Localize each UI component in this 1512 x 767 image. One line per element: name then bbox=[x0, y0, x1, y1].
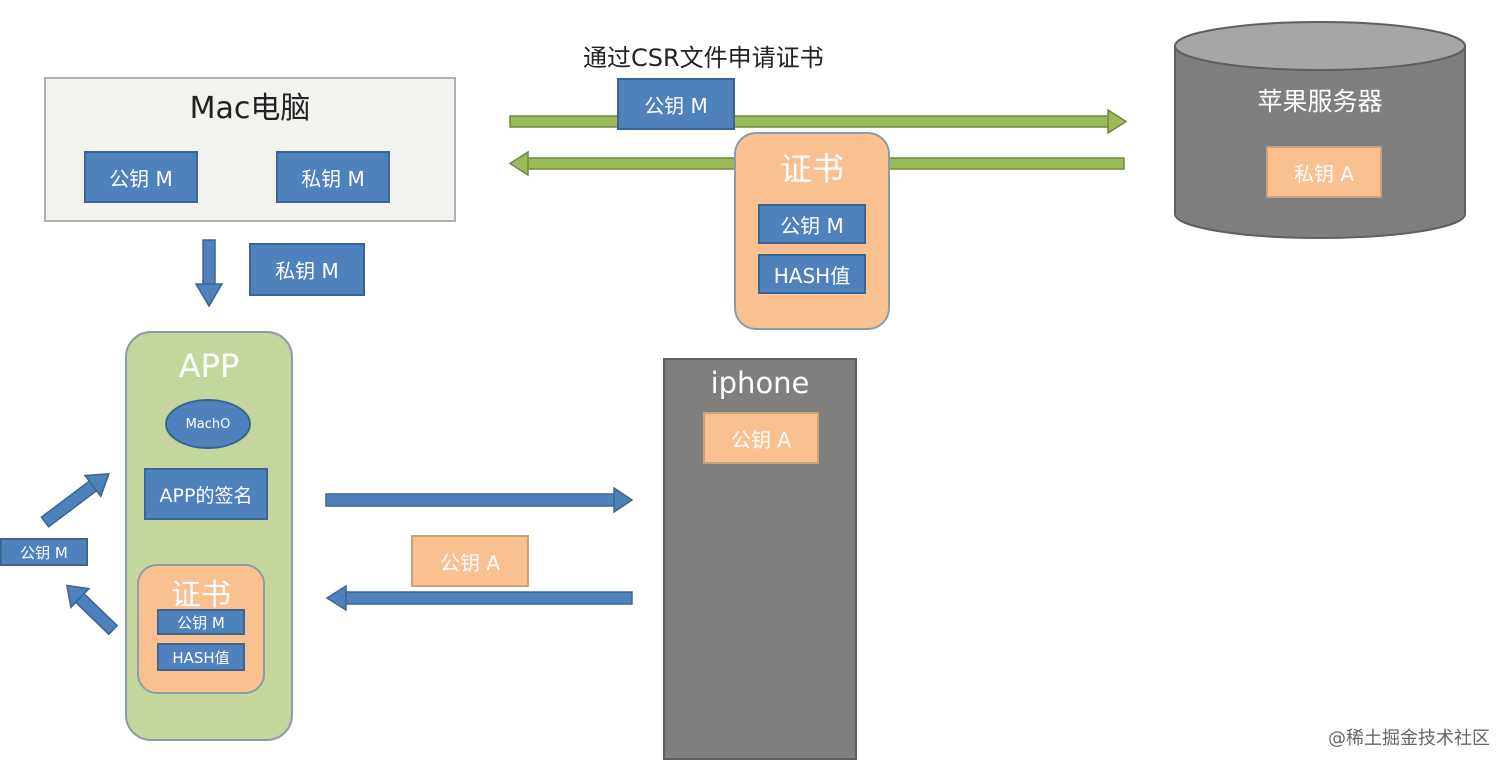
iphone-to-app-arrow bbox=[325, 584, 633, 612]
apple-server-private-key-a: 私钥 A bbox=[1266, 146, 1382, 198]
csr-request-label: 通过CSR文件申请证书 bbox=[583, 44, 824, 72]
iphone-panel: iphone 公钥 A bbox=[663, 358, 857, 760]
app-certificate-title: 证书 bbox=[171, 578, 231, 613]
transferred-private-key-m: 私钥 M bbox=[249, 243, 365, 296]
mac-computer-panel: Mac电脑 公钥 M 私钥 M bbox=[44, 77, 456, 222]
certificate-top-public-key-m: 公钥 M bbox=[758, 204, 866, 244]
returned-public-key-a: 公钥 A bbox=[411, 535, 529, 587]
app-certificate-public-key-m: 公钥 M bbox=[157, 609, 245, 635]
iphone-public-key-a: 公钥 A bbox=[703, 412, 819, 464]
watermark: @稀土掘金技术社区 bbox=[1328, 728, 1490, 749]
extract-key-arrow bbox=[66, 584, 119, 636]
verify-signature-arrow bbox=[40, 473, 110, 528]
app-certificate: 证书 公钥 M HASH值 bbox=[137, 564, 265, 694]
csr-public-key-m: 公钥 M bbox=[617, 78, 735, 130]
certificate-top: 证书 公钥 M HASH值 bbox=[734, 132, 890, 330]
app-to-iphone-arrow bbox=[325, 486, 634, 514]
mac-public-key-m: 公钥 M bbox=[84, 151, 198, 203]
extracted-public-key-m: 公钥 M bbox=[0, 538, 88, 566]
app-signature: APP的签名 bbox=[144, 468, 268, 520]
macho-ellipse: MachO bbox=[165, 399, 251, 449]
app-certificate-hash: HASH值 bbox=[157, 643, 245, 671]
certificate-top-hash: HASH值 bbox=[758, 254, 866, 294]
app-panel: APP MachO APP的签名 证书 公钥 M HASH值 bbox=[125, 331, 293, 741]
app-title: APP bbox=[178, 347, 240, 385]
macho-label: MachO bbox=[185, 416, 231, 432]
csr-request-arrow bbox=[509, 108, 1128, 135]
mac-private-key-m: 私钥 M bbox=[276, 151, 390, 203]
iphone-title: iphone bbox=[710, 366, 810, 400]
mac-to-app-arrow bbox=[194, 239, 224, 308]
apple-server-title: 苹果服务器 bbox=[1257, 87, 1383, 116]
certificate-top-title: 证书 bbox=[779, 150, 844, 188]
mac-computer-title: Mac电脑 bbox=[189, 91, 311, 126]
